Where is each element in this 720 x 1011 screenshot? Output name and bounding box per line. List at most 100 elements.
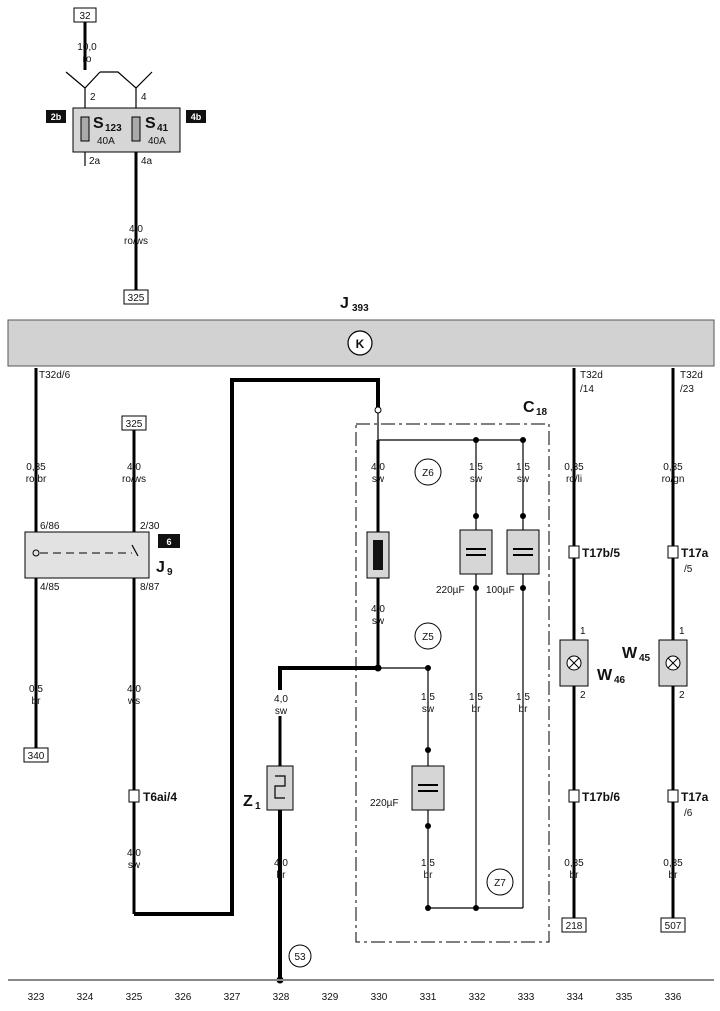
column-number: 325 — [126, 992, 143, 1003]
lamp-w46-x2 — [568, 657, 580, 669]
wire-332-a-color: sw — [470, 474, 483, 485]
wire-328-b-gauge: 4,0 — [274, 858, 288, 869]
fuse-s41-icon — [131, 116, 141, 142]
column-number: 335 — [616, 992, 633, 1003]
node-331-a — [425, 747, 431, 753]
z7-label: Z7 — [494, 878, 506, 889]
wire-336-b-color: br — [669, 870, 679, 881]
wire-328-feed — [278, 666, 378, 690]
relay-pin-tl: 6/86 — [40, 521, 60, 532]
wire-333-a-gauge: 1,5 — [516, 462, 530, 473]
lamp-w45-x2 — [667, 657, 679, 669]
cap2-icon — [506, 529, 540, 575]
cap2-value: 100µF — [486, 585, 515, 596]
module-symbol: K — [356, 337, 365, 351]
fuse-box-tag-right — [186, 110, 206, 123]
conn-t6ai-icon — [128, 789, 140, 803]
relay-j9 — [24, 531, 150, 579]
conn-t17a-6-icon — [667, 789, 679, 803]
wire-333-a-color: sw — [517, 474, 530, 485]
ref-box-mid — [123, 289, 149, 305]
fuse-box-tag-left-text: 2b — [51, 112, 62, 122]
wire-332-b-color: br — [472, 704, 482, 715]
wire-328-a-gauge: 4,0 — [274, 694, 288, 705]
lamp-w46-sub: 46 — [614, 675, 626, 686]
wire-336-b-gauge: 0,35 — [663, 858, 683, 869]
wire-328-b-color: br — [277, 870, 287, 881]
z6-marker — [414, 458, 442, 486]
ref-box-334 — [561, 917, 587, 933]
z7-marker — [486, 868, 514, 896]
cap3-icon — [411, 765, 445, 811]
column-number: 328 — [273, 992, 290, 1003]
junction-330-top — [374, 406, 382, 414]
ref-mid: 325 — [128, 293, 145, 304]
relay-name: J — [156, 559, 165, 576]
cap1-value: 220µF — [436, 585, 465, 596]
conn-t32d-6: T32d/6 — [39, 370, 71, 381]
module-icon — [347, 330, 373, 356]
wire-333-b-color: br — [519, 704, 529, 715]
wire-325-loop — [134, 378, 380, 916]
lamp-w46-name: W — [597, 667, 613, 684]
wire-split — [65, 71, 101, 89]
fuse-s41-sub: 41 — [157, 123, 169, 134]
column-number: 334 — [567, 992, 584, 1003]
column-number: 326 — [175, 992, 192, 1003]
node-333-b — [520, 585, 526, 591]
wire-333-b-gauge: 1,5 — [516, 692, 530, 703]
wire-334-a-color: ro/li — [566, 474, 582, 485]
wire-330-b-color: sw — [372, 616, 385, 627]
wire-331-b-gauge: 1,5 — [421, 858, 435, 869]
node-333-a — [520, 513, 526, 519]
wire-top-color: ro — [83, 54, 92, 65]
relay-sub: 9 — [167, 567, 173, 578]
conn-t17a-6-b: /6 — [684, 808, 693, 819]
ref-box-336 — [660, 917, 686, 933]
relay-pin-br: 8/87 — [140, 582, 160, 593]
lamp-w46-pin-top: 1 — [580, 626, 586, 637]
fuse-s123-name: S — [93, 115, 104, 132]
fuse1-pin-in: 2 — [90, 92, 96, 103]
wire-336-a-color: ro/gn — [662, 474, 685, 485]
column-number: 324 — [77, 992, 94, 1003]
conn-t17b-5: T17b/5 — [582, 546, 620, 560]
z5-label: Z5 — [422, 632, 434, 643]
fuse-s123-icon — [80, 116, 90, 142]
column-number: 329 — [322, 992, 339, 1003]
wire-fuse-out-color: ro/ws — [124, 236, 148, 247]
column-number: 330 — [371, 992, 388, 1003]
relay-coil-icon — [32, 549, 40, 557]
wire-325-b-gauge: 4,0 — [127, 684, 141, 695]
wire-323-b-gauge: 0,5 — [29, 684, 43, 695]
column-number: 327 — [224, 992, 241, 1003]
conn-t17b-5-icon — [568, 545, 580, 559]
ref-bot-left: 340 — [28, 751, 45, 762]
heater-element-icon — [274, 775, 286, 799]
conn-t17a-6-a: T17a — [681, 790, 709, 804]
wire-334-a-gauge: 0,35 — [564, 462, 584, 473]
conn-t32d-14-b: /14 — [580, 384, 594, 395]
wire-330-b-gauge: 4,0 — [371, 604, 385, 615]
conn-t17a-5-icon — [667, 545, 679, 559]
conn-t17a-5-a: T17a — [681, 546, 709, 560]
wire-top-gauge: 10,0 — [77, 42, 97, 53]
suppressor-box — [355, 423, 550, 943]
suppressor-name: C — [523, 399, 535, 416]
wire-334-b-color: br — [570, 870, 580, 881]
z5-marker — [414, 622, 442, 650]
column-number: 323 — [28, 992, 45, 1003]
wire-325-c-color: sw — [128, 860, 141, 871]
wire-332-a-gauge: 1,5 — [469, 462, 483, 473]
lamp-w45-name: W — [622, 645, 638, 662]
wire-334-b-gauge: 0,35 — [564, 858, 584, 869]
wire-split-b — [100, 71, 153, 89]
conn-t17b-6: T17b/6 — [582, 790, 620, 804]
wire-328-a-color: sw — [275, 706, 288, 717]
ground-label: 53 — [294, 952, 306, 963]
lamp-w45-pin-top: 1 — [679, 626, 685, 637]
ref-334: 218 — [566, 921, 583, 932]
suppressor-sub: 18 — [536, 407, 548, 418]
